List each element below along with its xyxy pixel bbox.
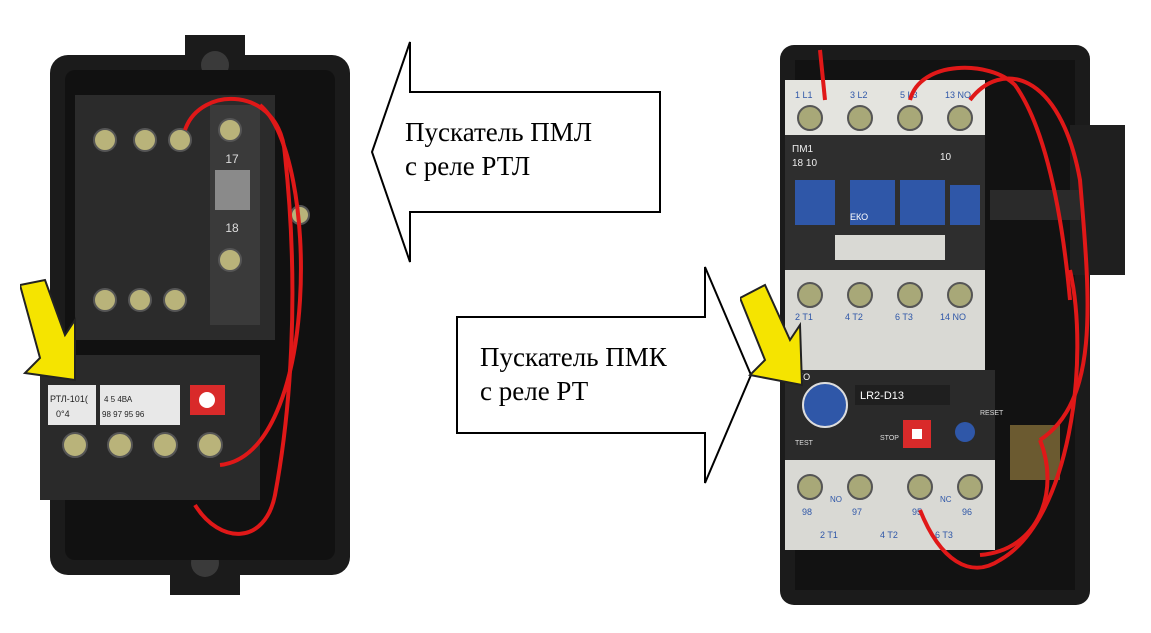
relay-terminal-labels: NO NC 98 97 95 96 2 T1 4 T2 6 T3 [802, 495, 972, 540]
svg-text:1 L1: 1 L1 [795, 90, 813, 100]
relay-nums-top: 4 5 4ВА [104, 395, 133, 404]
pmk-starter-photo: 1 L1 3 L2 5 L3 13 NO ПМ1 18 10 10 ЕКО 2 … [740, 45, 1125, 605]
svg-text:96: 96 [962, 507, 972, 517]
relay-reset-label: RESET [980, 410, 1004, 417]
svg-text:2 T1: 2 T1 [820, 530, 838, 540]
right-arrow-line-1: Пускатель ПМК [480, 342, 667, 372]
relay-nums-bottom: 98 97 95 96 [102, 410, 145, 419]
svg-text:97: 97 [852, 507, 862, 517]
relay-test-label: TEST [795, 440, 814, 447]
model-line-2: 18 10 [792, 158, 817, 169]
svg-text:4 T2: 4 T2 [880, 530, 898, 540]
left-arrow-callout [370, 41, 661, 263]
svg-text:14 NO: 14 NO [940, 312, 966, 322]
terminal-17-label: 17 [225, 152, 239, 166]
svg-text:6 T3: 6 T3 [935, 530, 953, 540]
relay-model: LR2-D13 [860, 390, 904, 402]
top-terminal-labels: 1 L1 3 L2 5 L3 13 NO [795, 90, 971, 100]
svg-text:4 T2: 4 T2 [845, 312, 863, 322]
relay-label-2: 0°4 [56, 409, 70, 419]
svg-text:6 T3: 6 T3 [895, 312, 913, 322]
contactor-brand: ЕКО [850, 212, 868, 222]
bottom-terminal-labels: 2 T1 4 T2 6 T3 14 NO [795, 312, 966, 322]
pml-starter-photo: 17 18 РТЛ-101( 0°4 4 5 4ВА 98 97 95 96 [20, 35, 350, 595]
model-right: 10 [940, 152, 952, 163]
svg-text:5 L3: 5 L3 [900, 90, 918, 100]
terminal-18-label: 18 [225, 221, 239, 235]
left-arrow-line-2: с реле РТЛ [405, 151, 531, 181]
svg-text:13 NO: 13 NO [945, 90, 971, 100]
relay-label-1: РТЛ-101( [50, 394, 88, 404]
left-arrow-line-1: Пускатель ПМЛ [405, 117, 593, 147]
svg-text:NC: NC [940, 495, 952, 504]
yellow-pointer-arrow [20, 278, 76, 382]
yellow-pointer-arrow-right [740, 283, 804, 387]
right-arrow-line-2: с реле РТ [480, 376, 589, 406]
right-arrow-callout [456, 266, 753, 484]
svg-text:3 L2: 3 L2 [850, 90, 868, 100]
model-line-1: ПМ1 [792, 144, 814, 155]
svg-text:2 T1: 2 T1 [795, 312, 813, 322]
svg-text:NO: NO [830, 495, 842, 504]
relay-stop-label: STOP [880, 435, 899, 442]
svg-text:98: 98 [802, 507, 812, 517]
svg-text:95: 95 [912, 507, 922, 517]
